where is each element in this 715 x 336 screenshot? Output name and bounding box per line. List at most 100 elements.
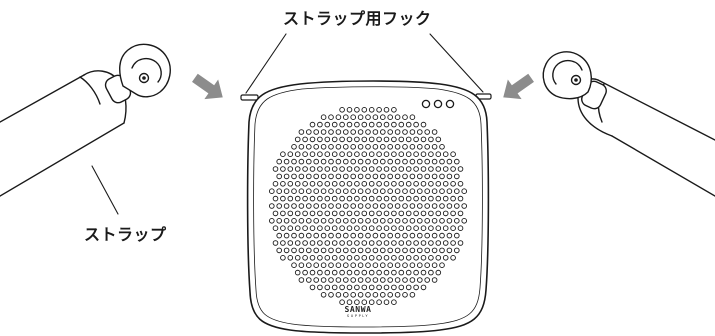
grille-hole	[461, 188, 468, 194]
grille-hole	[320, 277, 327, 283]
grille-hole	[420, 121, 427, 128]
grille-hole	[387, 188, 394, 194]
grille-hole	[398, 166, 405, 172]
grille-hole	[409, 203, 416, 209]
grille-hole	[294, 195, 301, 202]
grille-hole	[416, 247, 423, 254]
grille-hole	[361, 210, 368, 217]
grille-hole	[339, 107, 345, 113]
grille-hole	[424, 158, 431, 165]
grille-hole	[391, 166, 397, 172]
grille-hole	[416, 173, 423, 180]
grille-hole	[309, 121, 316, 128]
grille-hole	[420, 269, 427, 276]
grille-hole	[320, 173, 327, 180]
grille-hole	[376, 299, 382, 306]
grille-hole	[372, 188, 379, 194]
grille-hole	[339, 121, 345, 128]
grille-hole	[302, 269, 308, 276]
grille-hole	[335, 129, 342, 135]
grille-hole	[450, 195, 456, 202]
grille-hole	[398, 210, 405, 217]
grille-hole	[394, 291, 401, 298]
grille-hole	[309, 180, 316, 187]
grille-hole	[394, 129, 401, 135]
grille-hole	[350, 188, 357, 194]
grille-hole	[309, 225, 316, 231]
grille-hole	[331, 166, 338, 172]
grille-hole	[342, 129, 349, 135]
grille-hole	[398, 136, 405, 143]
grille-hole	[324, 254, 331, 261]
grille-hole	[313, 247, 320, 254]
grille-hole	[372, 277, 379, 283]
grille-hole	[398, 151, 405, 157]
grille-hole	[302, 195, 308, 202]
grille-hole	[372, 217, 379, 224]
grille-hole	[435, 240, 442, 246]
grille-hole	[450, 166, 456, 172]
grille-hole	[379, 291, 386, 298]
grille-hole	[431, 143, 438, 150]
grille-hole	[342, 114, 349, 120]
grille-hole	[431, 247, 438, 254]
grille-hole	[313, 217, 320, 224]
grille-hole	[335, 203, 342, 209]
grille-hole	[387, 203, 394, 209]
grille-hole	[280, 210, 286, 217]
grille-hole	[416, 277, 423, 283]
grille-hole	[294, 254, 301, 261]
grille-hole	[365, 129, 371, 135]
left-hook-pin	[240, 94, 259, 101]
grille-hole	[346, 195, 353, 202]
grille-hole	[450, 225, 456, 231]
grille-hole	[368, 225, 375, 231]
grille-hole	[354, 299, 360, 306]
grille-hole	[379, 277, 386, 283]
right-strap-lower-edge	[611, 135, 715, 197]
grille-hole	[328, 188, 334, 194]
grille-hole	[402, 114, 408, 120]
grille-hole	[283, 173, 290, 180]
grille-hole	[320, 129, 327, 135]
grille-hole	[453, 158, 460, 165]
grille-hole	[413, 284, 419, 291]
grille-hole	[354, 151, 360, 157]
grille-hole	[339, 254, 345, 261]
left-strap-upper-edge	[0, 74, 85, 123]
grille-hole	[379, 232, 386, 239]
grille-hole	[365, 158, 371, 165]
grille-hole	[428, 151, 434, 157]
grille-hole	[317, 240, 323, 246]
grille-hole	[372, 158, 379, 165]
grille-hole	[387, 129, 394, 135]
grille-hole	[276, 158, 283, 165]
indicator-dot-1	[421, 99, 431, 109]
grille-hole	[376, 195, 382, 202]
grille-hole	[357, 188, 364, 194]
grille-hole	[446, 173, 453, 180]
grille-hole	[420, 166, 427, 172]
grille-hole	[272, 180, 279, 187]
grille-hole	[361, 225, 368, 231]
grille-hole	[376, 240, 382, 246]
grille-hole	[391, 269, 397, 276]
grille-hole	[376, 180, 382, 187]
grille-hole	[328, 217, 334, 224]
grille-hole	[446, 247, 453, 254]
grille-hole	[309, 269, 316, 276]
grille-hole	[402, 158, 408, 165]
grille-hole	[305, 143, 312, 150]
grille-hole	[391, 180, 397, 187]
grille-hole	[320, 291, 327, 298]
grille-hole	[287, 225, 294, 231]
grille-hole	[376, 121, 382, 128]
grille-hole	[328, 291, 334, 298]
grille-hole	[424, 129, 431, 135]
grille-hole	[291, 232, 297, 239]
grille-hole	[361, 299, 368, 306]
grille-hole	[324, 240, 331, 246]
grille-hole	[442, 254, 449, 261]
grille-hole	[446, 217, 453, 224]
grille-hole	[457, 195, 464, 202]
